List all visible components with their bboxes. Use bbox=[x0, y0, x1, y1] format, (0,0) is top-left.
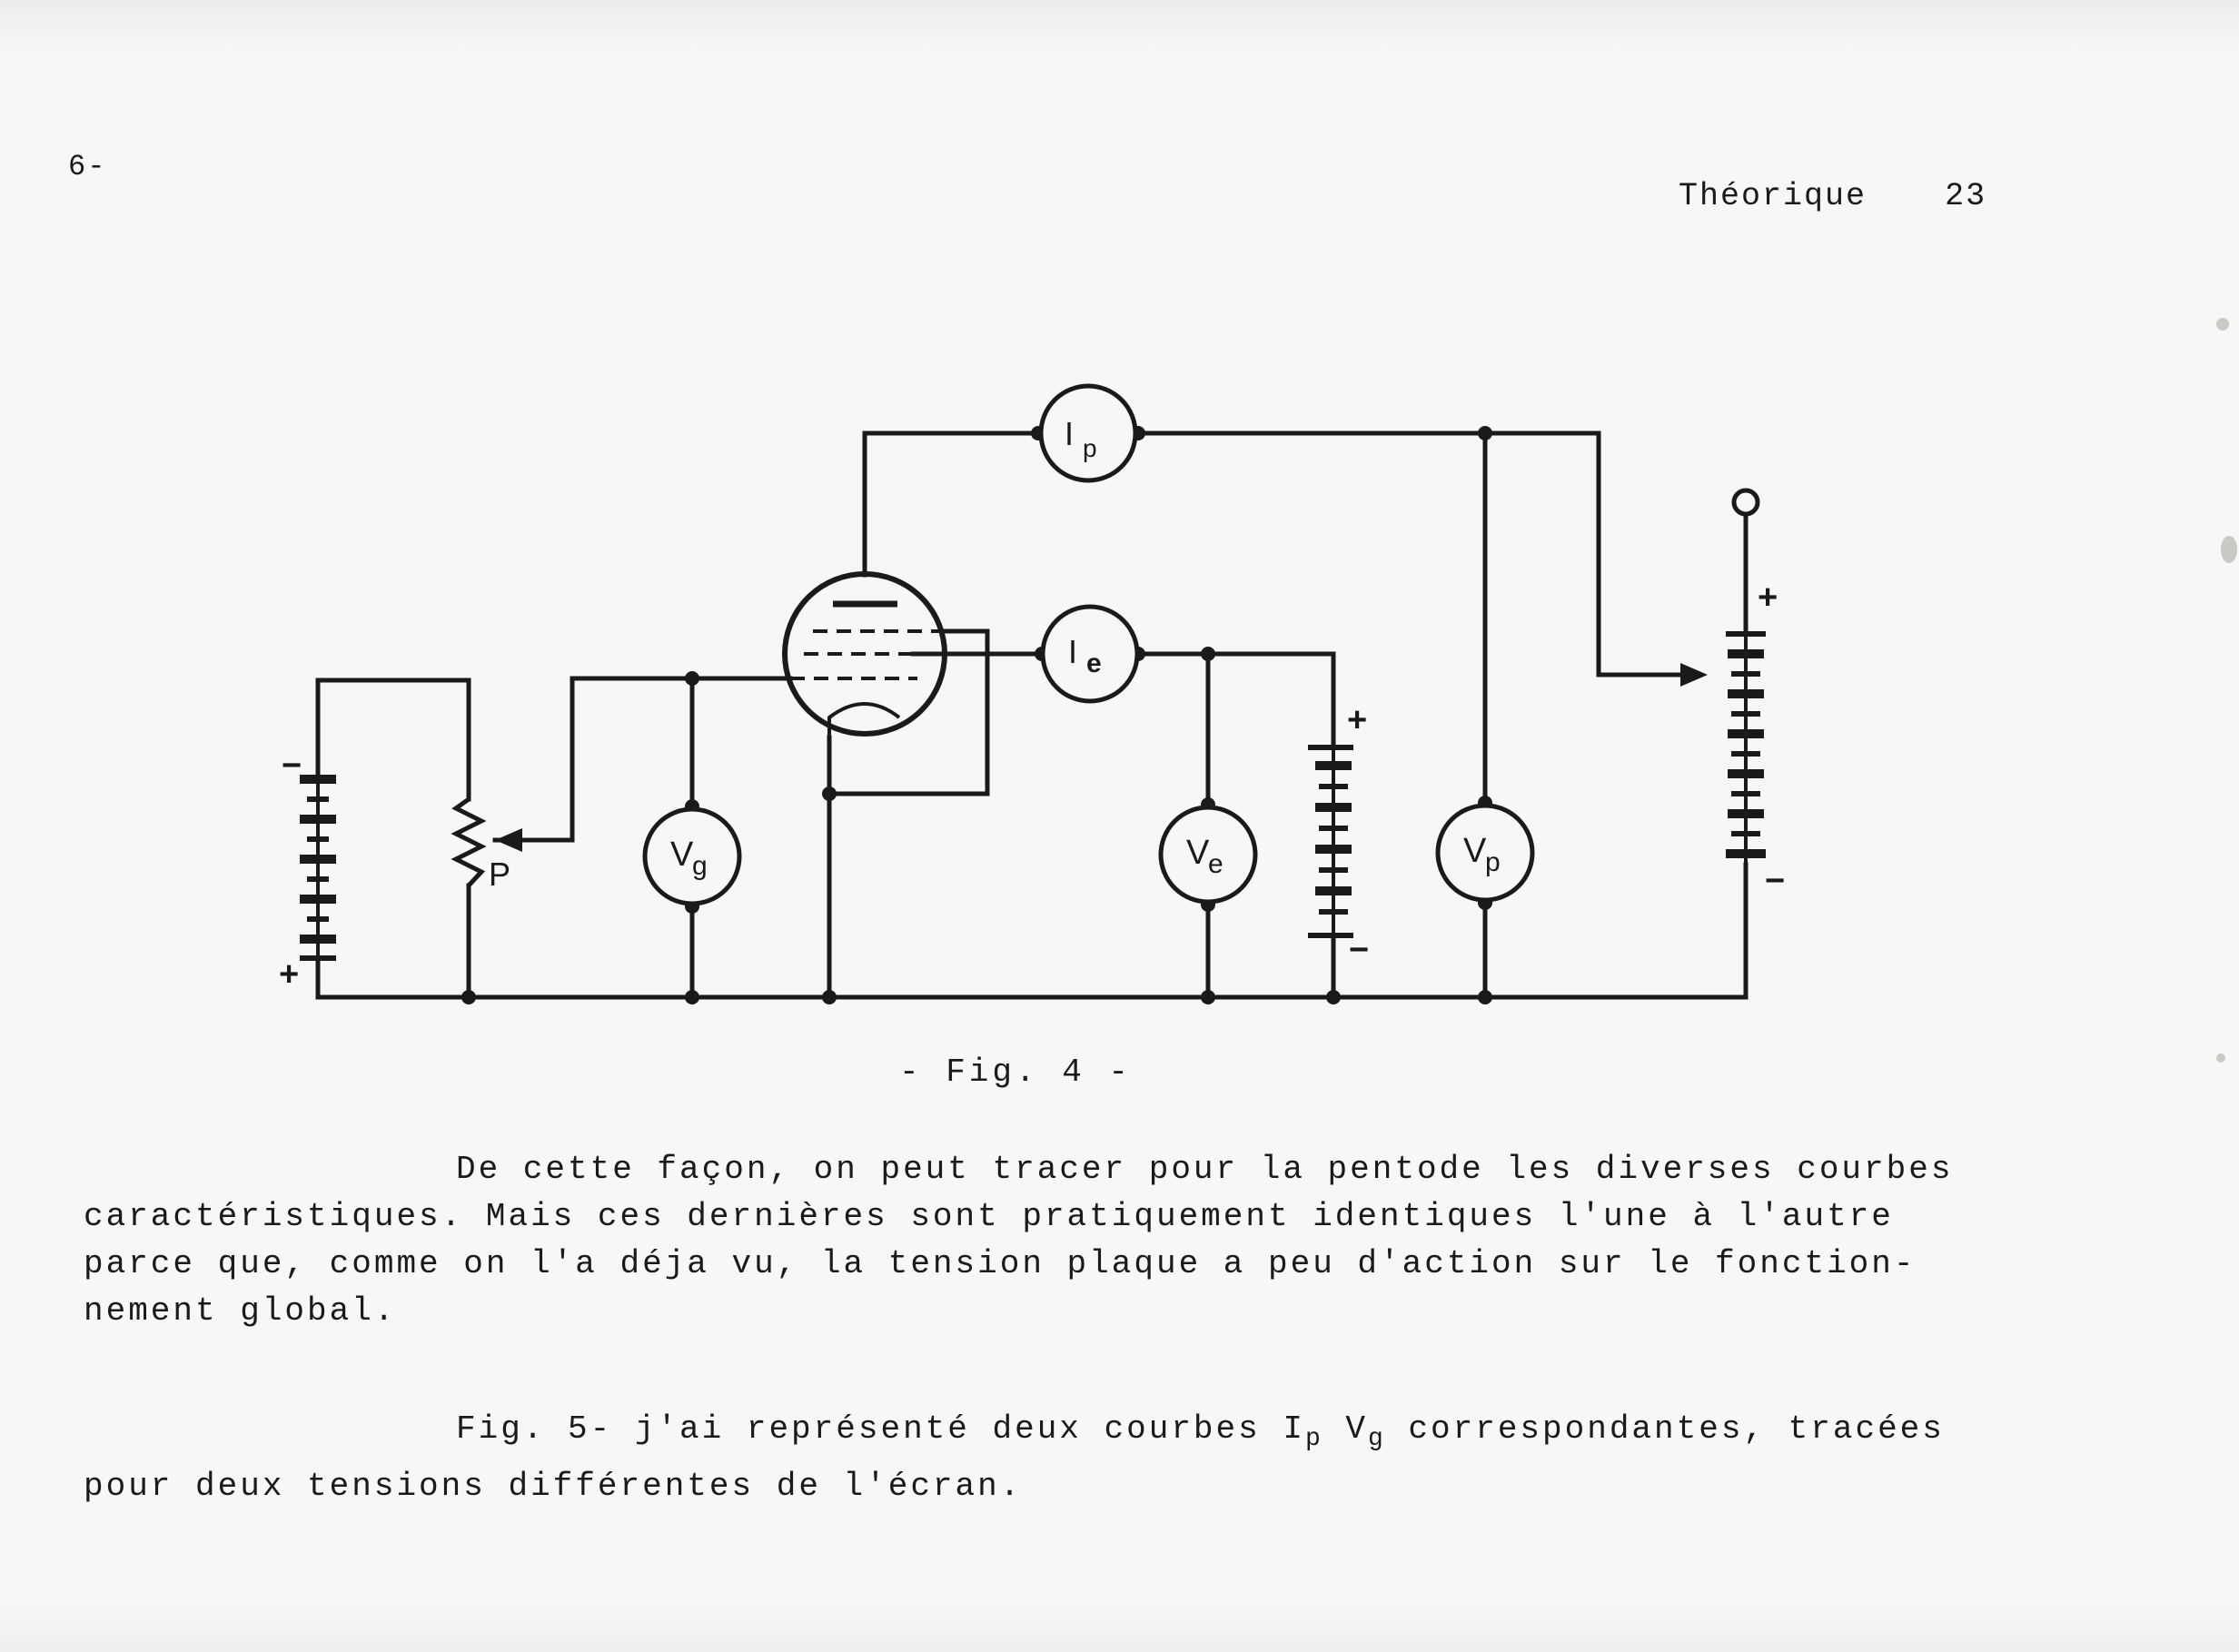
wire-suppressor bbox=[827, 628, 990, 796]
pot-wiper-arrowhead bbox=[495, 828, 522, 852]
pentode-tube bbox=[782, 571, 947, 737]
plate-battery bbox=[1726, 631, 1766, 865]
paragraph-1-line-1: De cette façon, on peut tracer pour la p… bbox=[456, 1151, 1954, 1188]
vg-subscript: g bbox=[692, 851, 708, 881]
ve-label: V bbox=[1186, 834, 1210, 872]
paragraph-1-line-3: parce que, comme on l'a déja vu, la tens… bbox=[84, 1245, 1917, 1282]
ie-label: I bbox=[1068, 633, 1077, 670]
scan-speck bbox=[2216, 1054, 2225, 1063]
ve-voltmeter: V e bbox=[1158, 805, 1258, 905]
wire-plate bbox=[862, 430, 1041, 578]
paragraph-1-line-4: nement global. bbox=[84, 1292, 397, 1330]
vp-subscript: p bbox=[1485, 847, 1501, 877]
paragraph-1: De cette façon, on peut tracer pour la p… bbox=[84, 1146, 1953, 1335]
scan-speck bbox=[2216, 318, 2229, 331]
grid-bias-battery bbox=[300, 775, 336, 961]
vp-label: V bbox=[1463, 832, 1487, 870]
supply-arrowhead bbox=[1680, 663, 1708, 687]
ie-subscript: e bbox=[1086, 648, 1102, 678]
plate-battery-minus: − bbox=[1765, 862, 1785, 900]
vg-inline: V bbox=[1323, 1410, 1368, 1448]
wire-left-top bbox=[315, 678, 471, 802]
vp-voltmeter: V p bbox=[1435, 803, 1535, 903]
ip-subscript: p bbox=[1083, 434, 1097, 462]
plate-battery-plus: + bbox=[1758, 579, 1778, 617]
junction-dots bbox=[461, 426, 1492, 1004]
wire-grid bbox=[492, 676, 793, 843]
vg-label: V bbox=[670, 836, 694, 874]
paragraph-2-line-2: pour deux tensions différentes de l'écra… bbox=[84, 1468, 1023, 1506]
wire-plate-supply bbox=[1135, 430, 1699, 678]
ie-ammeter: I e bbox=[1040, 604, 1140, 704]
ve-subscript: e bbox=[1208, 849, 1224, 879]
scan-speck bbox=[2221, 536, 2237, 563]
paragraph-1-line-2: caractéristiques. Mais ces dernières son… bbox=[84, 1198, 1894, 1235]
ip-inline: I bbox=[1283, 1410, 1305, 1448]
paragraph-2-line-1: Fig. 5- j'ai représenté deux courbes Ip … bbox=[456, 1410, 1945, 1454]
potentiometer-resistor bbox=[451, 796, 487, 887]
grid-battery-minus: − bbox=[282, 747, 302, 785]
section-title: Théorique bbox=[1679, 178, 1867, 214]
page-number: 23 bbox=[1945, 178, 1987, 214]
paragraph-2: Fig. 5- j'ai représenté deux courbes Ip … bbox=[84, 1406, 1945, 1510]
potentiometer-label: P bbox=[489, 856, 510, 893]
running-header: Théorique 23 bbox=[1679, 178, 1986, 214]
screen-battery-plus: + bbox=[1347, 701, 1367, 739]
figure-caption: - Fig. 4 - bbox=[899, 1054, 1133, 1091]
page-marker: 6- bbox=[68, 150, 107, 183]
screen-battery bbox=[1308, 745, 1353, 938]
wire-screen-supply bbox=[1135, 651, 1336, 750]
ip-ammeter: I p bbox=[1038, 383, 1138, 483]
screen-battery-minus: − bbox=[1349, 931, 1369, 969]
grid-battery-plus: + bbox=[279, 955, 299, 994]
ip-label: I bbox=[1065, 415, 1074, 452]
vg-voltmeter: V g bbox=[642, 806, 742, 906]
supply-terminal bbox=[1731, 488, 1760, 517]
